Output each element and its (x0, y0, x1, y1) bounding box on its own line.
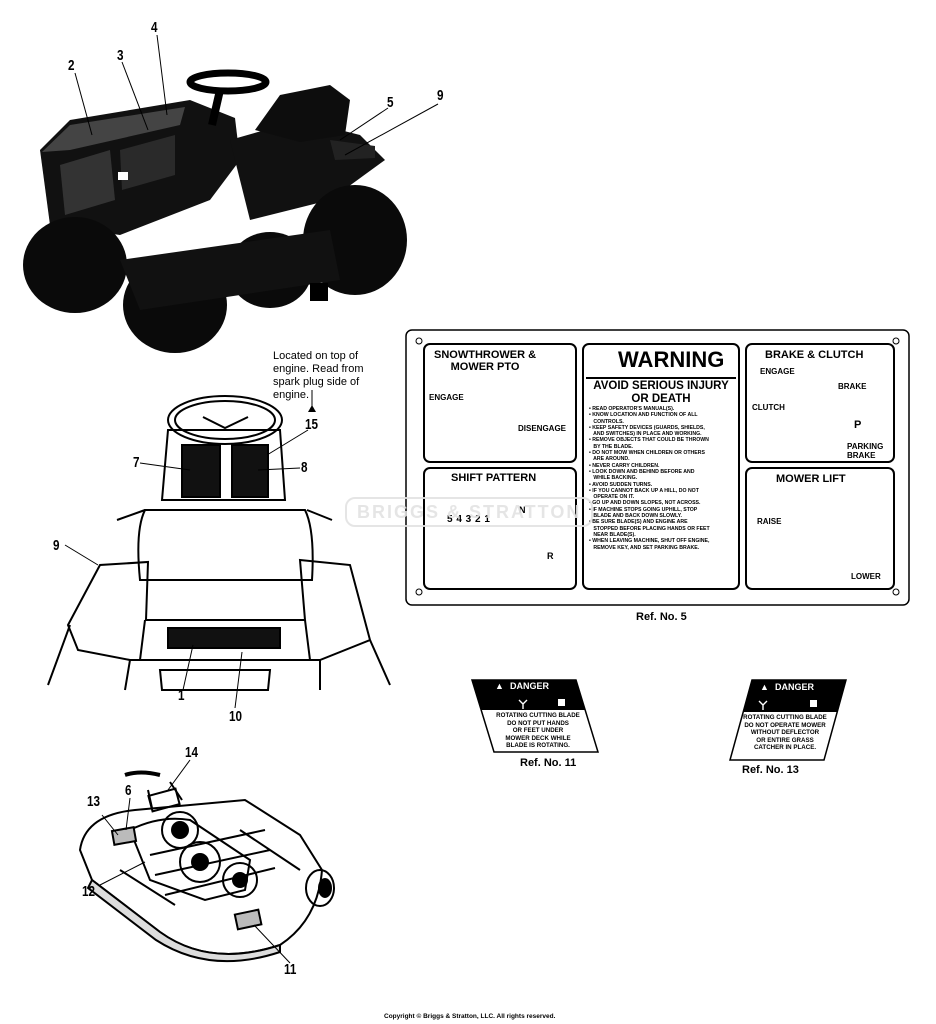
arrow-down-icon (308, 405, 316, 412)
ref-no-11: Ref. No. 11 (520, 757, 577, 769)
callout-5: 5 (387, 94, 394, 111)
pto-engage-label: ENGAGE (429, 393, 464, 402)
mower-lift-panel (745, 467, 895, 590)
callout-10: 10 (229, 708, 243, 725)
danger-decal-11 (470, 679, 600, 753)
shift-gears: 5 4 3 2 1 (447, 514, 490, 525)
copyright: Copyright © Briggs & Stratton, LLC. All … (384, 1013, 556, 1020)
danger-13-text: ROTATING CUTTING BLADE DO NOT OPERATE MO… (743, 714, 827, 752)
callout-15: 15 (305, 416, 319, 433)
danger-13-title: DANGER (775, 682, 815, 692)
danger-11-title: DANGER (510, 681, 550, 691)
brake-label: BRAKE (838, 382, 867, 391)
callout-6: 6 (125, 782, 132, 799)
warning-subtitle: AVOID SERIOUS INJURY OR DEATH (586, 377, 736, 406)
brake-clutch-panel (745, 343, 895, 463)
leader-lines (64, 34, 439, 964)
pto-title: SNOWTHROWER & MOWER PTO (434, 349, 537, 373)
callout-9-top: 9 (437, 87, 444, 104)
clutch-label: CLUTCH (752, 403, 785, 412)
danger-11-text: ROTATING CUTTING BLADE DO NOT PUT HANDS … (496, 712, 580, 750)
callout-11: 11 (284, 961, 297, 978)
callout-1: 1 (178, 687, 185, 704)
warning-panel (582, 343, 740, 590)
callout-4: 4 (151, 19, 158, 36)
danger-decal-13 (729, 679, 847, 761)
warning-items: • READ OPERATOR'S MANUAL(S). • KNOW LOCA… (589, 406, 710, 551)
mower-lift-title: MOWER LIFT (776, 473, 846, 485)
callout-2: 2 (68, 57, 75, 74)
tractor-illustration (23, 69, 407, 353)
shift-pattern-panel (423, 467, 577, 590)
seat-rear-illustration (47, 395, 391, 691)
mower-deck-illustration (78, 770, 335, 963)
parking-brake-label: PARKING BRAKE (847, 442, 884, 460)
callout-9-seat: 9 (53, 537, 60, 554)
watermark: BRIGGS & STRATTON (345, 497, 594, 527)
lower-label: LOWER (851, 572, 881, 581)
callout-7: 7 (133, 454, 140, 471)
brake-engage-label: ENGAGE (760, 367, 795, 376)
callout-12: 12 (82, 883, 96, 900)
pto-panel (423, 343, 577, 463)
shift-reverse: R (547, 551, 554, 561)
danger-13-warning-icon: ▲ (760, 682, 769, 692)
warning-title: WARNING (618, 347, 725, 372)
callout-14: 14 (185, 744, 199, 761)
callout-3: 3 (117, 47, 124, 64)
danger-11-warning-icon: ▲ (495, 681, 504, 691)
pto-disengage-label: DISENGAGE (518, 424, 567, 433)
raise-label: RAISE (757, 517, 782, 526)
shift-neutral: N (519, 505, 526, 515)
callout-13: 13 (87, 793, 101, 810)
ref-no-13: Ref. No. 13 (742, 764, 799, 776)
ref-no-5: Ref. No. 5 (636, 611, 687, 623)
shift-pattern-title: SHIFT PATTERN (451, 472, 537, 484)
engine-location-note: Located on top of engine. Read from spar… (273, 350, 364, 401)
callout-8: 8 (301, 459, 308, 476)
brake-clutch-title: BRAKE & CLUTCH (765, 349, 864, 361)
parking-p-icon: P (854, 419, 862, 431)
